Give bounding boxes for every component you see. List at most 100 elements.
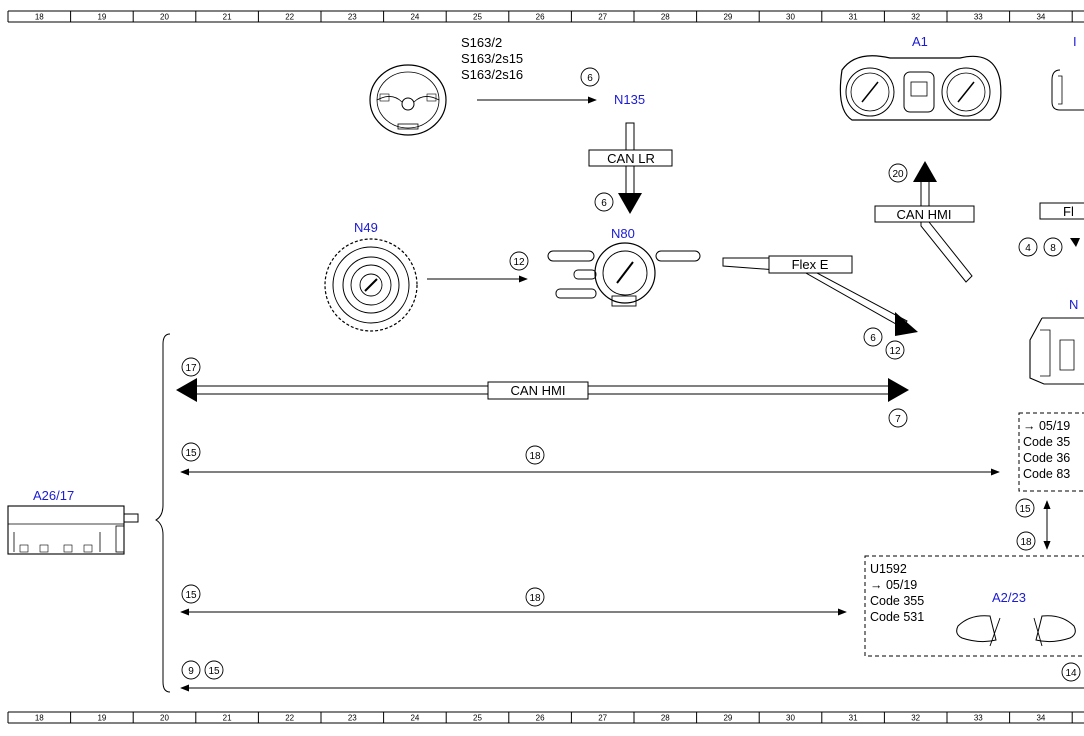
top-ruler-number: 21 — [223, 13, 232, 22]
circle-6b-text: 6 — [601, 198, 607, 209]
code-box-lower — [864, 555, 1084, 657]
bottom-ruler-number: 23 — [348, 714, 357, 723]
partial-device-top-icon — [1051, 69, 1084, 111]
circle-18a-text: 18 — [529, 451, 541, 462]
circle-18a — [525, 445, 545, 465]
circle-7-text: 7 — [895, 414, 901, 425]
bottom-ruler-number: 27 — [598, 714, 607, 723]
circle-12b — [885, 340, 905, 360]
top-ruler-number: 25 — [473, 13, 482, 22]
s163-label-2: S163/2s15 — [461, 51, 523, 66]
n80-label: N80 — [611, 226, 635, 241]
code-box-lower-line-2: → 05/19 — [870, 578, 918, 592]
bottom-ruler-number: 33 — [974, 714, 983, 723]
bottom-ruler-number: 18 — [35, 714, 44, 723]
code-box-lower-line-3: Code 355 — [870, 594, 925, 608]
circle-14 — [1061, 662, 1081, 682]
circle-4-text: 4 — [1025, 243, 1031, 254]
top-ruler-number: 27 — [598, 13, 607, 22]
circle-18c — [525, 587, 545, 607]
bottom-ruler-number: 28 — [661, 714, 670, 723]
can-lr-label: CAN LR — [607, 151, 655, 166]
circle-15d-text: 15 — [208, 666, 220, 677]
circle-15a-text: 15 — [185, 448, 197, 459]
partial-arrow-right — [1070, 238, 1080, 247]
top-ruler-number: 34 — [1036, 13, 1045, 22]
partial-label-mid: N — [1069, 297, 1078, 312]
circle-8-text: 8 — [1050, 243, 1056, 254]
circle-6b — [594, 192, 614, 212]
top-ruler-number: 32 — [911, 13, 920, 22]
circle-18b-text: 18 — [1020, 537, 1032, 548]
bottom-ruler-number: 26 — [536, 714, 545, 723]
instrument-cluster-icon — [839, 55, 1002, 121]
code-box-upper-line-1: → 05/19 — [1023, 419, 1071, 433]
code-box-upper-text: → 05/19 Code 35 Code 36 Code 83 — [1023, 418, 1070, 482]
circle-20-text: 20 — [892, 169, 904, 180]
circle-15d — [204, 660, 224, 680]
top-ruler-number: 20 — [160, 13, 169, 22]
flex-e-label: Flex E — [792, 257, 829, 272]
circle-6a-text: 6 — [587, 73, 593, 84]
code-box-lower-text: U1592 → 05/19 Code 355 Code 531 — [870, 561, 924, 625]
code-box-lower-line-1: U1592 — [870, 562, 907, 576]
mirror-right-icon — [1033, 615, 1076, 647]
top-ruler-number: 18 — [35, 13, 44, 22]
a2-23-label: A2/23 — [992, 590, 1026, 605]
top-ruler-number: 19 — [97, 13, 106, 22]
can-hmi-upper-bus — [874, 161, 975, 283]
circle-6c — [863, 327, 883, 347]
circle-7 — [888, 408, 908, 428]
bottom-ruler-number: 22 — [285, 714, 294, 723]
top-ruler-number: 29 — [723, 13, 732, 22]
top-ruler-number: 31 — [849, 13, 858, 22]
partial-label-top: I — [1073, 34, 1077, 49]
circle-17 — [181, 357, 201, 377]
a26-17-label: A26/17 — [33, 488, 74, 503]
s163-label-1: S163/2 — [461, 35, 502, 50]
bottom-ruler-number: 21 — [223, 714, 232, 723]
bottom-ruler-number: 32 — [911, 714, 920, 723]
bottom-ruler-number: 31 — [849, 714, 858, 723]
control-unit-a26-17-icon — [7, 505, 139, 555]
code-box-upper-line-3: Code 36 — [1023, 451, 1071, 465]
top-ruler-number: 22 — [285, 13, 294, 22]
ignition-lock-icon — [324, 238, 418, 332]
top-ruler-number: 28 — [661, 13, 670, 22]
flex-e-bus — [722, 255, 918, 336]
circle-12a — [509, 251, 529, 271]
s163-label-3: S163/2s16 — [461, 67, 523, 82]
can-lr-bus — [588, 122, 673, 214]
bottom-ruler-number: 19 — [97, 714, 106, 723]
group-bracket — [154, 333, 171, 693]
top-ruler-number: 30 — [786, 13, 795, 22]
circle-6c-text: 6 — [870, 333, 876, 344]
circle-12a-text: 12 — [513, 257, 525, 268]
partial-module-icon — [1029, 317, 1084, 385]
bottom-ruler-number: 34 — [1036, 714, 1045, 723]
flex-right-label: Fl — [1063, 204, 1074, 219]
can-hmi-main-label: CAN HMI — [511, 383, 566, 398]
circle-9-text: 9 — [188, 666, 194, 677]
can-hmi-main-bus — [176, 378, 909, 402]
top-ruler-number: 26 — [536, 13, 545, 22]
bottom-ruler-number: 30 — [786, 714, 795, 723]
n49-label: N49 — [354, 220, 378, 235]
code-box-upper-line-4: Code 83 — [1023, 467, 1071, 481]
n135-label: N135 — [614, 92, 645, 107]
bottom-ruler-number: 25 — [473, 714, 482, 723]
circle-15b — [1015, 498, 1035, 518]
circle-18b — [1016, 531, 1036, 551]
circle-18c-text: 18 — [529, 593, 541, 604]
mirror-left-icon — [956, 615, 1001, 647]
circle-9 — [181, 660, 201, 680]
a1-label: A1 — [912, 34, 928, 49]
bottom-ruler-number: 24 — [410, 714, 419, 723]
code-box-upper-line-2: Code 35 — [1023, 435, 1071, 449]
top-ruler-number: 23 — [348, 13, 357, 22]
top-ruler-number: 33 — [974, 13, 983, 22]
circle-4 — [1018, 237, 1038, 257]
